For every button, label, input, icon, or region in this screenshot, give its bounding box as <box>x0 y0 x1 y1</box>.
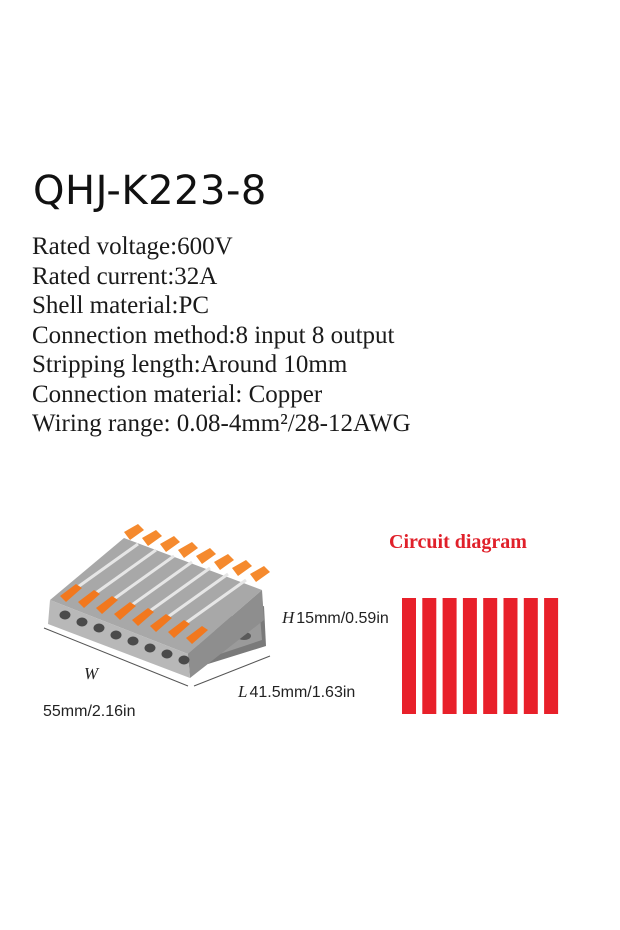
circuit-line <box>544 598 559 714</box>
circuit-line <box>442 598 457 714</box>
connector-image <box>43 524 271 687</box>
length-axis-label: L <box>238 682 248 701</box>
circuit-line <box>483 598 498 714</box>
length-value: 41.5mm/1.63in <box>249 684 356 701</box>
circuit-line <box>422 598 437 714</box>
spec-rated-voltage: Rated voltage:600V <box>32 233 233 260</box>
product-title: QHJ-K223-8 <box>33 168 267 214</box>
height-axis-label: H <box>282 608 295 627</box>
circuit-line <box>503 598 518 714</box>
spec-connection-material: Connection material: Copper <box>32 380 323 408</box>
circuit-line <box>523 598 538 714</box>
width-axis-label: W <box>84 664 99 683</box>
circuit-line <box>402 598 416 714</box>
height-value: 15mm/0.59in <box>296 610 389 627</box>
spec-connection-method: Connection method:8 input 8 output <box>32 321 395 349</box>
spec-stripping-length: Stripping length:Around 10mm <box>32 351 348 378</box>
spec-shell-material: Shell material:PC <box>32 292 210 319</box>
width-value: 55mm/2.16in <box>43 703 136 720</box>
spec-rated-current: Rated current:32A <box>32 262 218 290</box>
spec-list: Rated voltage:600V Rated current:32A She… <box>32 232 592 439</box>
circuit-diagram-title: Circuit diagram <box>389 531 527 553</box>
circuit-diagram <box>402 598 559 714</box>
spec-wiring-range: Wiring range: 0.08-4mm²/28-12AWG <box>32 410 411 437</box>
circuit-line <box>462 598 477 714</box>
